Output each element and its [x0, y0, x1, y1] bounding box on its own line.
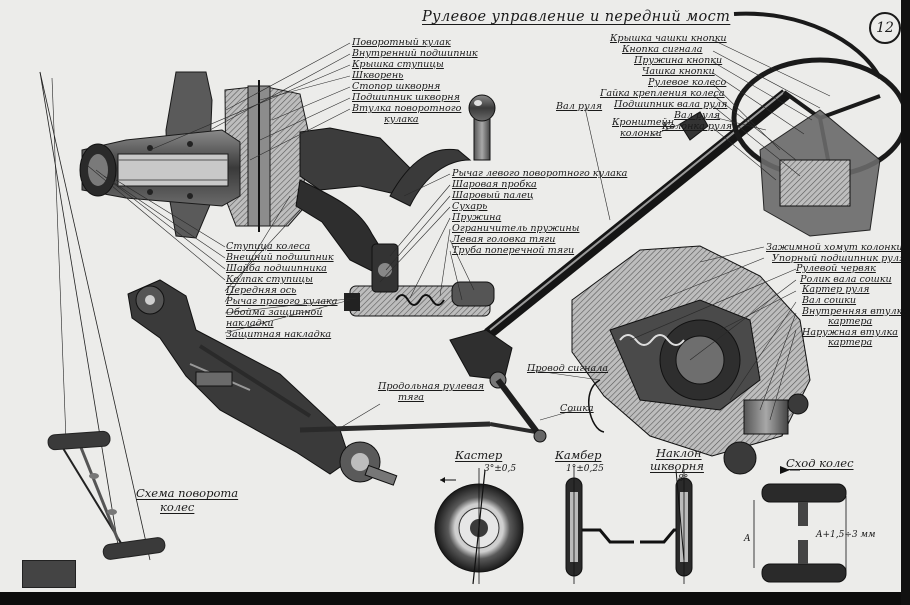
tie-rod-label: Труба поперечной тяги: [452, 245, 575, 256]
hub-axle-label: накладки: [226, 318, 274, 329]
gearbox-label: Внутренняя втулка: [802, 305, 909, 317]
column-label: Пружина кнопки: [634, 55, 723, 66]
column-label: Колонка руля: [662, 121, 733, 132]
hub-axle-label: Передняя ось: [226, 285, 297, 296]
right-edge: [901, 0, 910, 605]
tie-rod-label: Левая головка тяги: [452, 234, 556, 245]
column-label: Подшипник вала руля: [614, 99, 728, 110]
knuckle-label: Крышка ступицы: [352, 59, 444, 70]
gearbox-label: Картер руля: [802, 284, 870, 296]
gearbox-label: Зажимной хомут колонки: [766, 242, 903, 253]
gearbox-label: Упорный подшипник руля: [772, 252, 906, 264]
publisher-stamp: [22, 560, 76, 588]
gearbox-label: картера: [828, 316, 873, 328]
kingpin-inclination-diagram: [640, 469, 693, 584]
leader-lines: [87, 39, 831, 429]
toe-in-diagram: [753, 466, 847, 583]
tie-rod-label: Шаровый палец: [452, 190, 534, 201]
steering-arm-ball-pin: [389, 94, 496, 207]
hub-axle-label: Шайба подшипника: [226, 263, 327, 274]
column-label: Рулевое колесо: [648, 77, 727, 88]
bracket-label-2: колонки: [620, 128, 662, 139]
knuckle-label: Стопор шкворня: [352, 81, 441, 92]
camber-angle: 1°±0,25: [566, 464, 604, 474]
gearbox-label: картера: [828, 337, 873, 349]
poster-title: Рулевое управление и передний мост: [422, 9, 731, 25]
column-label: Вал руля: [674, 110, 721, 121]
front-axle-assembly: [127, 279, 537, 486]
hub-axle-label: Защитная накладка: [226, 329, 332, 340]
tie-rod-label: Рычаг левого поворотного кулака: [452, 168, 628, 179]
column-label: Гайка крепления колеса: [600, 88, 725, 99]
pitman-label: Сошка: [560, 403, 594, 414]
camber-diagram: [565, 466, 634, 584]
toe-letter: A: [744, 534, 751, 544]
hub-axle-label: Колпак ступицы: [226, 274, 313, 285]
tie-rod-label: Шаровая пробка: [452, 179, 537, 190]
shaft-label: Вал руля: [556, 101, 603, 112]
page-number-badge: 12: [869, 12, 901, 44]
column-label: Кнопка сигнала: [622, 44, 703, 55]
camber-title: Камбер: [555, 448, 602, 462]
turning-scheme-diagram: [39, 71, 166, 561]
steering-knuckle-assembly: [79, 71, 411, 275]
bottom-edge: [0, 592, 910, 605]
signal-wire-label: Провод сигнала: [527, 363, 609, 374]
knuckle-label: Подшипник шкворня: [352, 92, 460, 103]
tie-rod-label: Пружина: [452, 212, 502, 223]
gearbox-label: Рулевой червяк: [796, 263, 876, 275]
hub-axle-label: Обойма защитной: [226, 307, 323, 318]
drag-link-label-1: Продольная рулевая: [378, 381, 485, 392]
steering-column: [484, 11, 909, 339]
column-label: Чашка кнопки: [642, 66, 715, 77]
hub-axle-label: Рычаг правого кулака: [226, 296, 338, 307]
tie-rod-label: Ограничитель пружины: [452, 223, 580, 234]
toe-formula: A+1,5÷3 мм: [816, 530, 876, 540]
gearbox-label: Наружная втулка: [802, 326, 898, 338]
turning-scheme-title-2: колес: [160, 500, 195, 514]
kingpin-title-2: шкворня: [650, 459, 704, 473]
hub-axle-label: Ступица колеса: [226, 241, 311, 252]
knuckle-label: Внутренний подшипник: [352, 48, 478, 59]
column-label: Крышка чашки кнопки: [610, 33, 727, 44]
hub-axle-label: Внешний подшипник: [226, 252, 334, 263]
gearbox-label: Ролик вала сошки: [800, 273, 892, 285]
caster-title: Кастер: [455, 448, 503, 462]
knuckle-label: кулака: [384, 114, 419, 125]
kingpin-title-1: Наклон: [656, 446, 702, 460]
pitman-arm: [449, 329, 547, 443]
knuckle-label: Шкворень: [352, 70, 404, 81]
bracket-label-1: Кронштейн: [612, 117, 675, 128]
knuckle-label: Поворотный кулак: [352, 37, 451, 48]
gearbox-label: Вал сошки: [802, 295, 857, 306]
knuckle-label: Втулка поворотного: [352, 103, 462, 114]
toe-title: Сход колес: [786, 456, 854, 470]
kingpin-angle: 8°: [678, 474, 689, 484]
turning-scheme-title-1: Схема поворота: [136, 486, 239, 500]
caster-angle: 3°±0,5: [484, 464, 517, 474]
tie-rod-end-cutaway: [344, 243, 495, 317]
tie-rod-label: Сухарь: [452, 201, 488, 212]
drag-link-label-2: тяга: [398, 392, 425, 403]
steering-gearbox: [571, 245, 811, 475]
caster-diagram: [434, 468, 524, 585]
